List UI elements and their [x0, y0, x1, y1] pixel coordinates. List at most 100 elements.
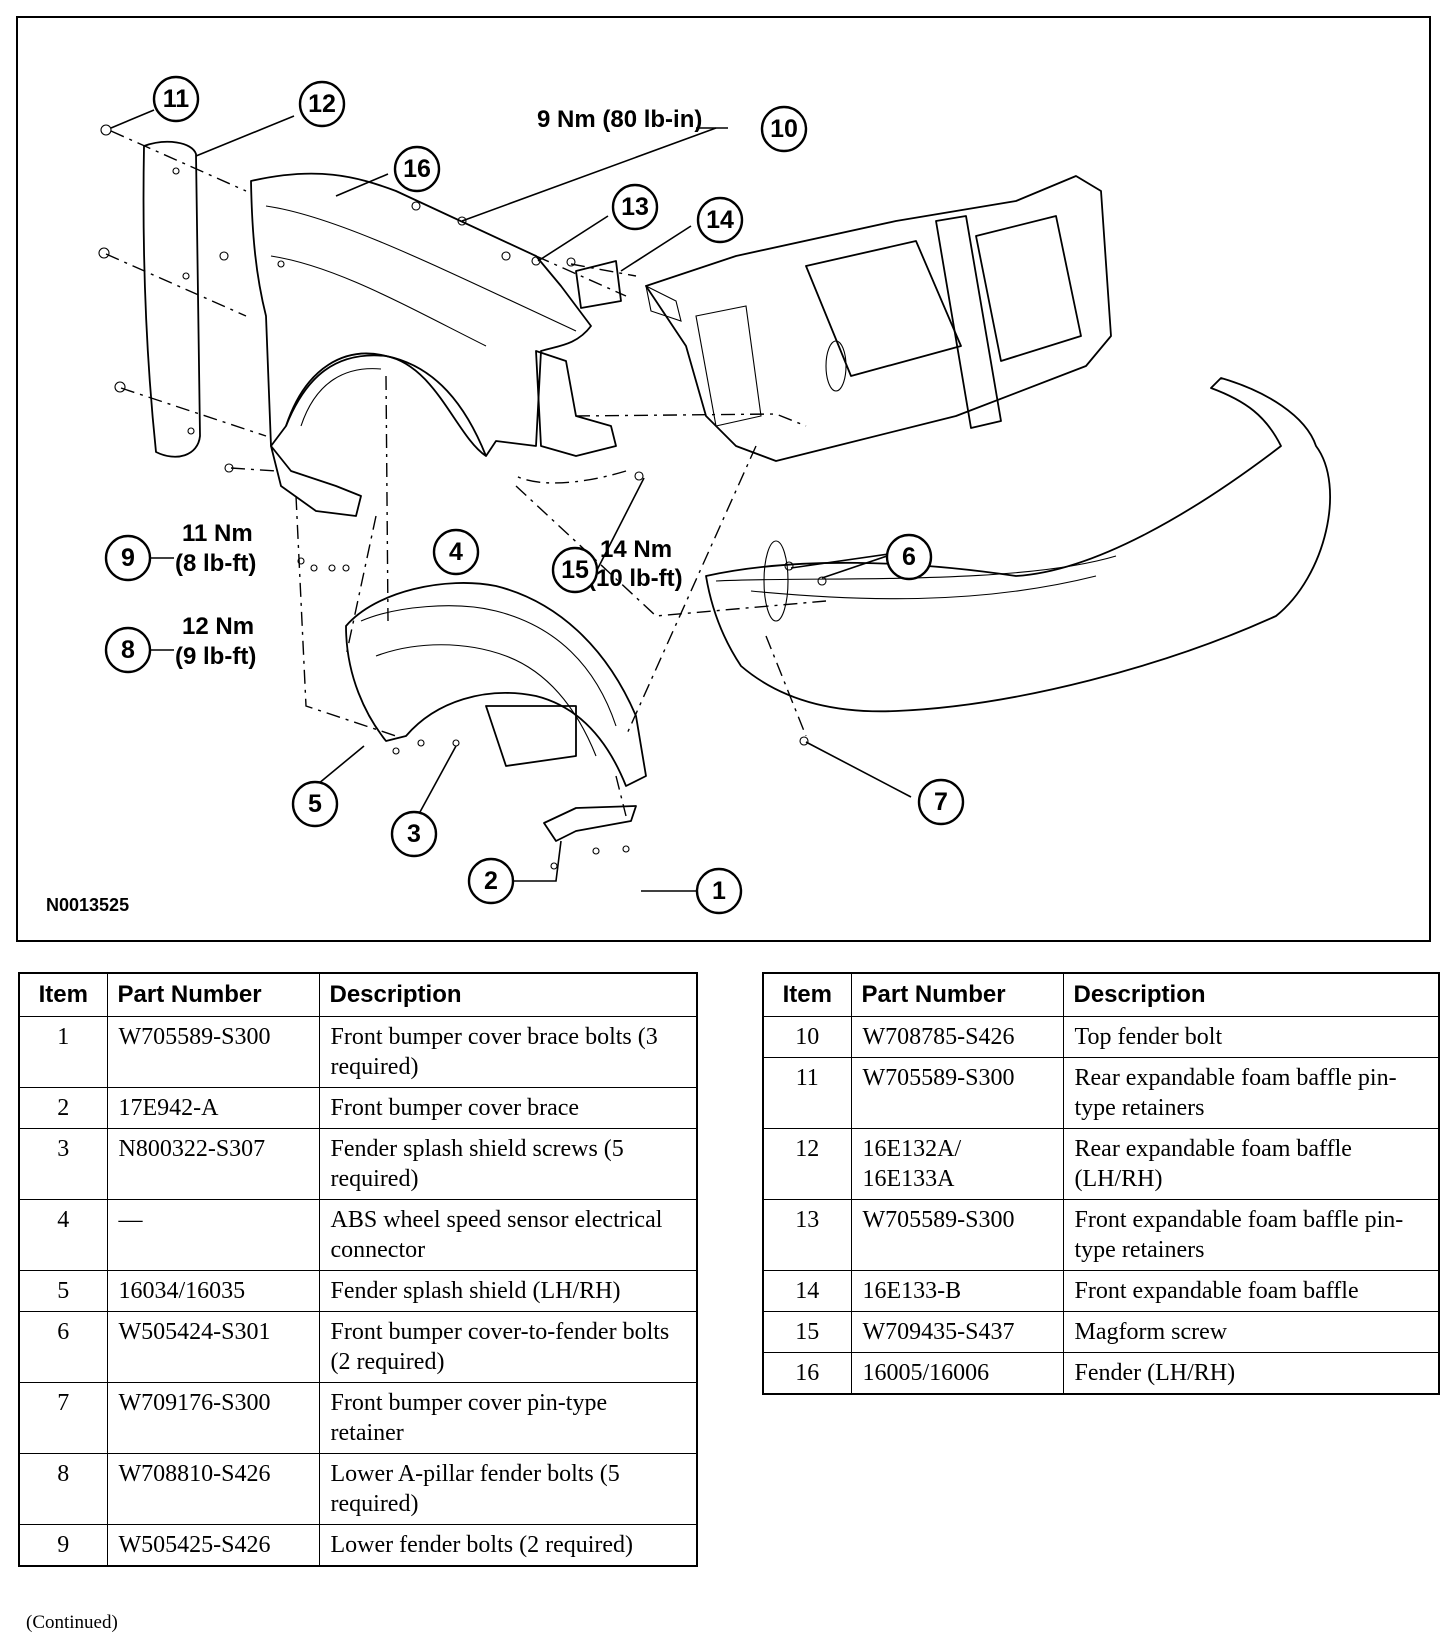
cell-item: 12 — [762, 1128, 852, 1200]
header-item: Item — [762, 972, 852, 1017]
cell-part-number: W505424-S301 — [106, 1311, 320, 1383]
cell-part-number: W705589-S300 — [850, 1199, 1064, 1271]
cell-description: Front bumper cover-to-fender bolts (2 re… — [318, 1311, 698, 1383]
svg-text:2: 2 — [484, 867, 498, 895]
svg-text:16: 16 — [403, 155, 431, 183]
svg-text:9: 9 — [121, 544, 135, 572]
fender-drawing — [219, 172, 617, 517]
torque-label-item8-lbft: (9 lb-ft) — [175, 643, 256, 670]
cell-description: Lower A-pillar fender bolts (5 required) — [318, 1453, 698, 1525]
cell-part-number: W705589-S300 — [850, 1057, 1064, 1129]
svg-text:10: 10 — [770, 115, 798, 143]
bumper-cover-drawing — [705, 377, 1331, 713]
callout-8: 8 — [104, 626, 152, 674]
cell-item: 2 — [18, 1087, 108, 1129]
cell-description: Rear expandable foam baffle (LH/RH) — [1062, 1128, 1440, 1200]
cell-item: 10 — [762, 1016, 852, 1058]
cell-part-number: W705589-S300 — [106, 1016, 320, 1088]
cell-part-number: W708810-S426 — [106, 1453, 320, 1525]
alignment-lines — [105, 130, 827, 817]
cell-item: 6 — [18, 1311, 108, 1383]
header-description: Description — [318, 972, 698, 1017]
callout-4: 4 — [432, 528, 480, 576]
cell-item: 9 — [18, 1524, 108, 1567]
svg-text:7: 7 — [934, 788, 948, 816]
callout-9: 9 — [104, 534, 152, 582]
cell-description: Front expandable foam baffle — [1062, 1270, 1440, 1312]
radiator-support-drawing — [645, 175, 1112, 462]
svg-text:1: 1 — [712, 877, 726, 905]
cell-item: 15 — [762, 1311, 852, 1353]
cell-part-number: 16034/16035 — [106, 1270, 320, 1312]
fasteners — [98, 124, 827, 870]
cell-description: Front expandable foam baffle pin-type re… — [1062, 1199, 1440, 1271]
header-description: Description — [1062, 972, 1440, 1017]
header-part-number: Part Number — [106, 972, 320, 1017]
cell-part-number: 16E133-B — [850, 1270, 1064, 1312]
cell-item: 8 — [18, 1453, 108, 1525]
svg-text:14: 14 — [706, 206, 734, 234]
header-item: Item — [18, 972, 108, 1017]
figure-frame — [16, 16, 1431, 942]
torque-label-item10: 9 Nm (80 lb-in) — [537, 106, 702, 133]
svg-text:5: 5 — [308, 790, 322, 818]
cell-item: 4 — [18, 1199, 108, 1271]
cell-description: Front bumper cover brace bolts (3 requir… — [318, 1016, 698, 1088]
exploded-view-diagram: 9 Nm (80 lb-in) 11 Nm (8 lb-ft) 12 Nm (9… — [46, 75, 1331, 915]
cell-part-number: W709435-S437 — [850, 1311, 1064, 1353]
callout-11: 11 — [152, 75, 200, 123]
front-foam-baffle-drawing — [575, 260, 622, 309]
figure-id: N0013525 — [46, 895, 129, 915]
cell-part-number: W505425-S426 — [106, 1524, 320, 1567]
torque-label-item15-nm: 14 Nm — [600, 536, 672, 563]
cell-description: Lower fender bolts (2 required) — [318, 1524, 698, 1567]
callout-12: 12 — [298, 80, 346, 128]
cell-item: 13 — [762, 1199, 852, 1271]
cell-description: Magform screw — [1062, 1311, 1440, 1353]
callout-15: 15 — [551, 546, 599, 594]
rear-foam-baffle-drawing — [142, 140, 201, 458]
cell-description: Rear expandable foam baffle pin-type ret… — [1062, 1057, 1440, 1129]
callout-7: 7 — [917, 778, 965, 826]
table-row: 4—ABS wheel speed sensor electrical conn… — [18, 1199, 698, 1271]
cell-item: 11 — [762, 1057, 852, 1129]
cell-part-number: N800322-S307 — [106, 1128, 320, 1200]
cell-item: 1 — [18, 1016, 108, 1088]
svg-text:11: 11 — [163, 85, 190, 113]
svg-text:6: 6 — [902, 543, 916, 571]
cell-part-number: 16005/16006 — [850, 1352, 1064, 1395]
callout-10: 10 — [760, 105, 808, 153]
cell-item: 14 — [762, 1270, 852, 1312]
svg-text:4: 4 — [449, 538, 463, 566]
continued-note: (Continued) — [26, 1612, 118, 1633]
cell-part-number: — — [106, 1199, 320, 1271]
torque-label-item9-lbft: (8 lb-ft) — [175, 550, 256, 577]
callout-14: 14 — [696, 196, 744, 244]
torque-label-item8-nm: 12 Nm — [182, 613, 254, 640]
table-header-row: Item Part Number Description — [762, 972, 1440, 1017]
svg-text:12: 12 — [308, 90, 336, 118]
svg-text:13: 13 — [621, 193, 649, 221]
bumper-brace-drawing — [543, 805, 637, 842]
torque-label-item15-lbft: (10 lb-ft) — [588, 565, 683, 592]
cell-item: 3 — [18, 1128, 108, 1200]
cell-description: Front bumper cover pin-type retainer — [318, 1382, 698, 1454]
cell-item: 16 — [762, 1352, 852, 1395]
svg-text:15: 15 — [561, 556, 589, 584]
torque-label-item9-nm: 11 Nm — [182, 520, 253, 547]
